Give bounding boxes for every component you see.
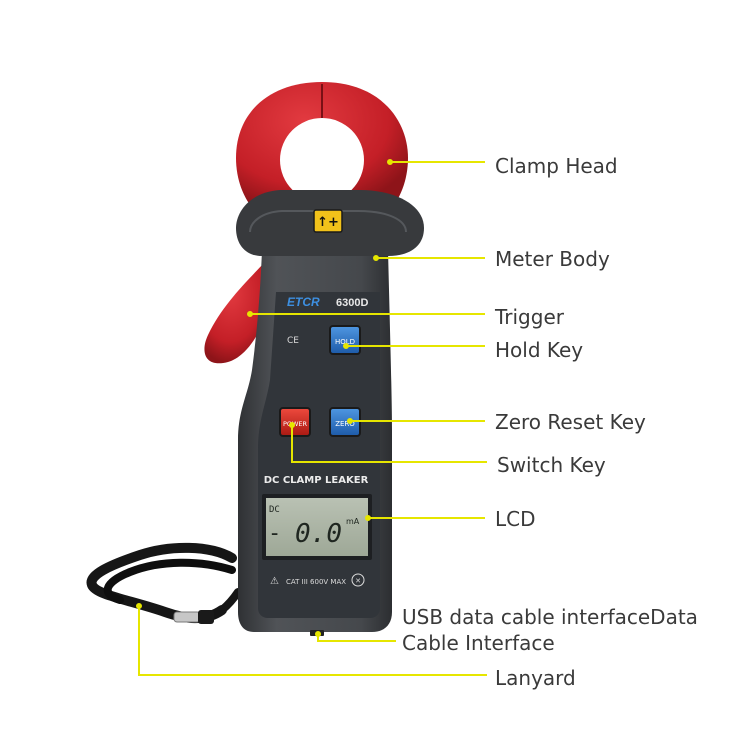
warning-icon: ⚠ <box>270 576 279 587</box>
ce-mark: CE <box>287 336 299 346</box>
label-lcd: LCD <box>495 507 536 531</box>
label-clamp-head: Clamp Head <box>495 154 618 178</box>
hold-button-label: HOLD <box>335 338 355 346</box>
trigger[interactable] <box>204 262 270 364</box>
leader-cable-interface <box>317 634 396 642</box>
lcd-unit: mA <box>346 517 360 526</box>
weee-icon <box>351 573 365 587</box>
label-lanyard: Lanyard <box>495 666 576 690</box>
label-zero-reset-key: Zero Reset Key <box>495 410 646 434</box>
clamp-head <box>236 82 408 212</box>
lcd-reading: 0.0 <box>295 519 342 549</box>
leader-lanyard <box>138 606 487 676</box>
zero-button-label: ZERO <box>335 420 355 428</box>
front-panel <box>258 292 380 618</box>
label-switch-key: Switch Key <box>497 453 606 477</box>
lanyard <box>86 542 242 624</box>
label-cable-interface: Cable Interface <box>402 631 555 655</box>
label-usb-interface: USB data cable interfaceData <box>402 605 698 629</box>
panel-title: DC CLAMP LEAKER <box>264 475 369 486</box>
direction-badge-text: ↑+ <box>317 215 339 230</box>
safety-rating: CAT III 600V MAX <box>286 578 346 586</box>
label-meter-body: Meter Body <box>495 247 610 271</box>
label-trigger: Trigger <box>495 305 564 329</box>
clamp-aperture <box>280 118 364 202</box>
leader-switch-key <box>291 425 487 463</box>
direction-badge <box>313 209 343 233</box>
label-hold-key: Hold Key <box>495 338 584 362</box>
lcd-screen <box>266 498 368 556</box>
lcd-mode: DC <box>269 505 280 515</box>
model-number: 6300D <box>336 297 368 309</box>
brand-logo: ETCR <box>287 295 320 309</box>
svg-text:✕: ✕ <box>355 577 361 585</box>
power-button-label: POWER <box>283 420 308 428</box>
callout-lines <box>136 159 487 676</box>
lcd-sign: - <box>268 521 281 546</box>
power-button[interactable] <box>279 407 311 437</box>
